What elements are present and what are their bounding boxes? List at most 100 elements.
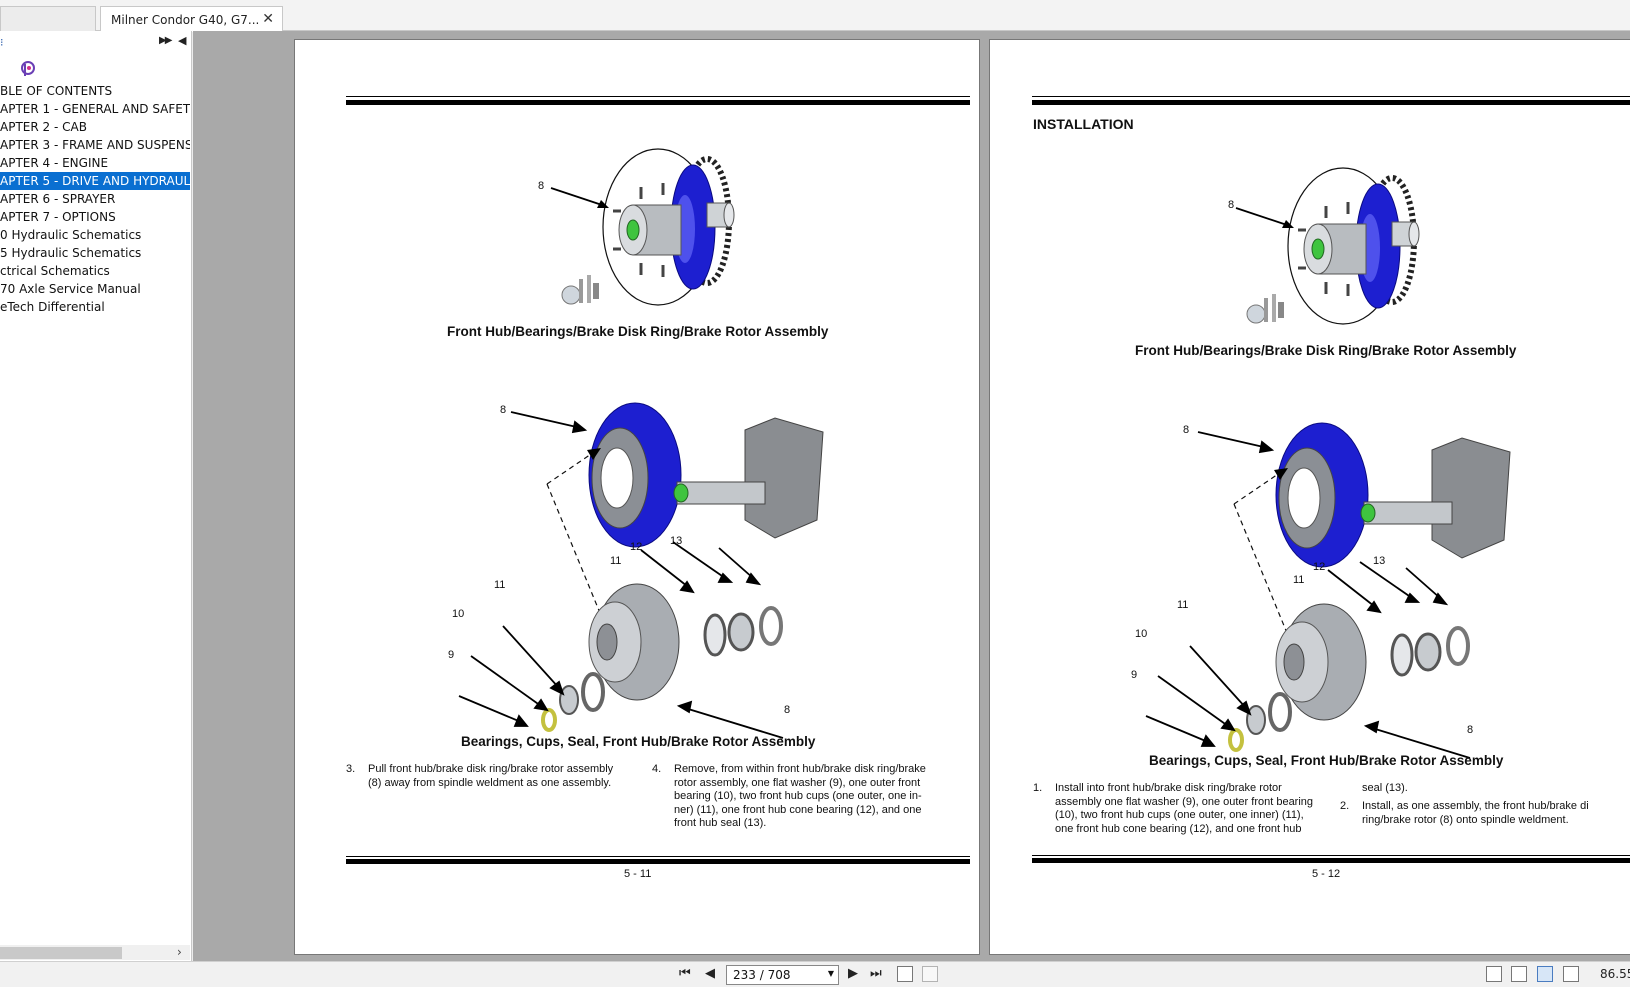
figure-hub-assembly	[561, 148, 735, 306]
outer-bearing	[559, 685, 579, 715]
callout-label: 8	[1183, 424, 1190, 436]
step-text-line: one front hub cone bearing (12), and one…	[1055, 822, 1302, 835]
page-number: 5 - 11	[624, 868, 652, 880]
hub-cup	[703, 613, 727, 657]
toc-item[interactable]: eTech Differential	[0, 300, 105, 314]
toc-item[interactable]: APTER 5 - DRIVE AND HYDRAULICS	[0, 172, 190, 190]
step-text-line: assembly one flat washer (9), one outer …	[1055, 795, 1314, 808]
figure-hub-assembly	[1246, 167, 1420, 325]
step-text-line: (8) away from spindle weldment as one as…	[368, 776, 612, 789]
forward-view-icon[interactable]	[922, 966, 938, 982]
callout-label: 12	[630, 541, 643, 553]
toc-item[interactable]: APTER 6 - SPRAYER	[0, 192, 116, 206]
first-page-icon[interactable]: ⏮	[679, 966, 691, 981]
tab-label: Milner Condor G40, G7...	[111, 13, 260, 27]
figure-caption-2: Bearings, Cups, Seal, Front Hub/Brake Ro…	[1149, 753, 1504, 768]
toc-item[interactable]: APTER 4 - ENGINE	[0, 156, 109, 170]
collapse-panel-icon[interactable]: ◀	[178, 34, 187, 47]
step-text-line: Install into front hub/brake disk ring/b…	[1055, 782, 1282, 794]
figure-caption-1: Front Hub/Bearings/Brake Disk Ring/Brake…	[1135, 343, 1517, 358]
step-number: 2.	[1340, 800, 1350, 812]
spindle-parts	[1246, 294, 1284, 324]
callout-label: 13	[1373, 555, 1386, 567]
step-text-line: seal (13).	[1362, 782, 1408, 794]
callout-label: 11	[1293, 574, 1305, 586]
header-rule	[346, 100, 970, 105]
document-viewer: 8 Front Hub/Bearings/Brake Disk Ring/Bra…	[193, 31, 1630, 961]
flat-washer	[541, 708, 557, 732]
single-page-view-icon[interactable]	[1486, 966, 1502, 982]
cone-bearing	[727, 612, 755, 652]
figure-caption-1: Front Hub/Bearings/Brake Disk Ring/Brake…	[447, 324, 829, 339]
scroll-right-icon[interactable]: ›	[177, 945, 182, 959]
section-title: INSTALLATION	[1033, 116, 1134, 132]
page-right: INSTALLATION 8	[989, 39, 1630, 955]
toc-item[interactable]: 0 Hydraulic Schematics	[0, 228, 142, 242]
callout-label: 11	[494, 579, 506, 591]
step-text-line: (10), two front hub cups (one outer, one…	[1055, 809, 1304, 822]
callout-arrows	[1145, 431, 1471, 759]
toc-item[interactable]: ctrical Schematics	[0, 264, 110, 278]
spindle-weldment	[673, 417, 824, 539]
toc-item[interactable]: BLE OF CONTENTS	[0, 84, 113, 98]
figure-bearings-assembly	[1228, 422, 1511, 752]
last-page-icon[interactable]: ⏭	[870, 966, 882, 981]
two-page-continuous-view-icon[interactable]	[1563, 966, 1579, 982]
prev-page-icon[interactable]: ◀	[705, 966, 715, 981]
toc-item[interactable]: APTER 2 - CAB	[0, 120, 87, 134]
expand-all-icon[interactable]: ▶▶	[159, 35, 172, 46]
toc-item[interactable]: APTER 7 - OPTIONS	[0, 210, 116, 224]
callout-label: 11	[610, 555, 622, 567]
close-icon[interactable]: ✕	[262, 11, 274, 27]
bookmark-logo-icon	[21, 61, 35, 76]
step-number: 1.	[1033, 782, 1043, 794]
continuous-view-icon[interactable]	[1511, 966, 1527, 982]
callout-label: 10	[452, 608, 465, 620]
page-number: 5 - 12	[1312, 868, 1341, 880]
tab-active[interactable]: Milner Condor G40, G7... ✕	[100, 6, 283, 32]
step-text-line: Install, as one assembly, the front hub/…	[1362, 800, 1589, 812]
callout-label: 11	[1177, 599, 1189, 611]
callout-arrows	[458, 411, 784, 739]
page-number-input[interactable]: 233 / 708 ▼	[726, 965, 839, 985]
bookmarks-toolbar: ⁝ ▶▶ ◀	[0, 31, 191, 55]
page-left: 8 Front Hub/Bearings/Brake Disk Ring/Bra…	[294, 39, 980, 955]
step-text-line: bearing (10), two front hub cups (one ou…	[674, 790, 922, 803]
footer-rule	[346, 859, 970, 864]
step-text-line: ring/brake rotor (8) onto spindle weldme…	[1362, 813, 1569, 826]
scrollbar-thumb[interactable]	[0, 947, 122, 959]
callout-label: 10	[1135, 628, 1148, 640]
step-text-line: Remove, from within front hub/brake disk…	[674, 763, 926, 775]
tab-inactive[interactable]	[0, 6, 96, 31]
back-view-icon[interactable]	[897, 966, 913, 982]
hub-seal	[759, 606, 783, 646]
panel-menu-icon[interactable]: ⁝	[0, 36, 4, 49]
step-text-line: front hub seal (13).	[674, 817, 767, 830]
step-text-line: Pull front hub/brake disk ring/brake rot…	[368, 763, 614, 775]
callout-arrow	[1235, 207, 1294, 228]
footer-rule-thin	[346, 856, 970, 857]
callout-label: 8	[538, 180, 545, 192]
footer-rule	[1032, 858, 1630, 863]
toc-item[interactable]: APTER 3 - FRAME AND SUSPENSION	[0, 138, 190, 152]
callout-label: 12	[1313, 561, 1326, 573]
sidebar-h-scrollbar[interactable]: ›	[0, 945, 190, 960]
navigation-bar: ⏮ ◀ 233 / 708 ▼ ▶ ⏭ 86.55	[0, 961, 1630, 987]
zoom-level[interactable]: 86.55	[1600, 967, 1630, 981]
header-rule-thin	[1032, 96, 1630, 97]
callout-label: 13	[670, 535, 683, 547]
footer-rule-thin	[1032, 855, 1630, 856]
header-rule-thin	[346, 96, 970, 97]
toc-item[interactable]: 70 Axle Service Manual	[0, 282, 141, 296]
dropdown-icon[interactable]: ▼	[827, 969, 834, 978]
callout-arrow	[550, 187, 609, 208]
toc-item[interactable]: APTER 1 - GENERAL AND SAFETY	[0, 102, 190, 116]
toc-item[interactable]: 5 Hydraulic Schematics	[0, 246, 142, 260]
front-hub	[588, 583, 680, 701]
next-page-icon[interactable]: ▶	[848, 966, 858, 981]
spindle-weldment	[1360, 437, 1511, 559]
callout-label: 8	[1467, 724, 1474, 736]
step-number: 4.	[652, 763, 662, 775]
two-page-view-icon[interactable]	[1537, 966, 1553, 982]
step-text-line: ner) (11), one front hub cone bearing (1…	[674, 803, 922, 816]
